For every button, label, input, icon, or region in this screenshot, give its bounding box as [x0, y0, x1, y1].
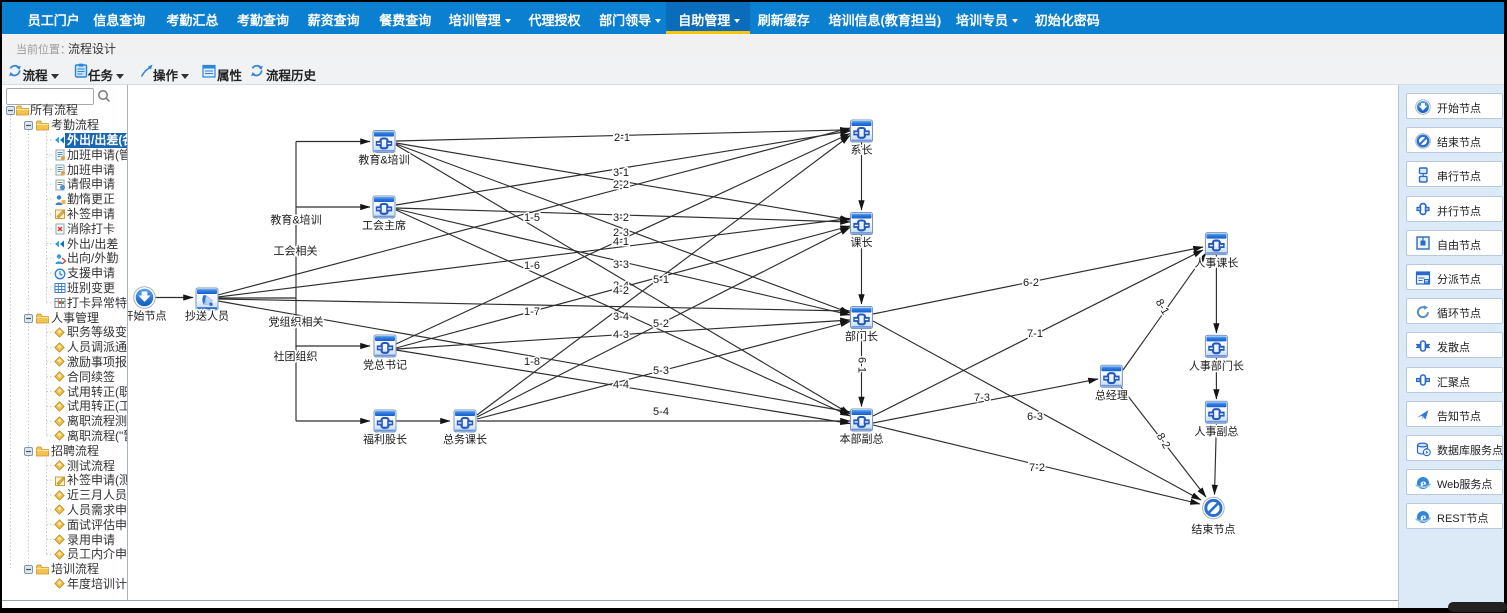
svg-text:开始节点: 开始节点 [128, 309, 167, 323]
svg-text:抄送人员: 抄送人员 [185, 309, 229, 323]
svg-text:6-3: 6-3 [1027, 411, 1043, 423]
svg-text:8-1: 8-1 [1153, 297, 1171, 317]
svg-text:e: e [1420, 510, 1426, 525]
svg-text:7-3: 7-3 [974, 392, 990, 404]
svg-text:课长: 课长 [851, 236, 873, 249]
svg-text:4-2: 4-2 [613, 285, 629, 297]
svg-text:社团组织: 社团组织 [274, 349, 318, 363]
svg-text:2-2: 2-2 [613, 179, 629, 191]
svg-text:福利股长: 福利股长 [363, 432, 407, 446]
svg-text:总经理: 总经理 [1095, 388, 1128, 402]
svg-text:结束节点: 结束节点 [1191, 523, 1235, 536]
svg-text:1-7: 1-7 [524, 306, 540, 318]
svg-text:1-8: 1-8 [524, 356, 540, 368]
svg-text:2-1: 2-1 [614, 132, 630, 144]
svg-text:1-6: 1-6 [524, 260, 540, 272]
svg-text:部门长: 部门长 [845, 329, 878, 343]
svg-text:5-1: 5-1 [653, 274, 669, 286]
svg-text:5-4: 5-4 [653, 406, 669, 418]
svg-text:2-4: 2-4 [613, 280, 629, 292]
svg-text:6-2: 6-2 [1023, 277, 1039, 289]
svg-text:党总书记: 党总书记 [363, 358, 407, 372]
svg-text:工会主席: 工会主席 [362, 218, 406, 232]
svg-text:3-1: 3-1 [613, 167, 629, 179]
svg-text:人事副总: 人事副总 [1194, 424, 1238, 438]
svg-text:本部副总: 本部副总 [840, 432, 884, 446]
svg-text:5-2: 5-2 [653, 318, 669, 330]
svg-text:工会相关: 工会相关 [274, 244, 318, 258]
svg-text:3-4: 3-4 [613, 311, 629, 323]
svg-text:4-3: 4-3 [613, 329, 629, 341]
svg-text:3-3: 3-3 [613, 259, 629, 271]
svg-text:3-2: 3-2 [613, 212, 629, 224]
svg-text:4-1: 4-1 [613, 236, 629, 248]
svg-text:2-3: 2-3 [613, 227, 629, 239]
svg-text:总务课长: 总务课长 [443, 432, 487, 446]
svg-text:7-2: 7-2 [1029, 462, 1045, 474]
svg-text:4-4: 4-4 [613, 379, 629, 391]
svg-text:党组织相关: 党组织相关 [269, 315, 324, 329]
svg-text:6-1: 6-1 [856, 357, 868, 373]
svg-text:教育&培训: 教育&培训 [270, 213, 321, 227]
svg-text:人事课长: 人事课长 [1194, 257, 1238, 270]
svg-text:5-3: 5-3 [653, 365, 669, 377]
svg-text:1-5: 1-5 [524, 212, 540, 224]
svg-text:7-1: 7-1 [1027, 328, 1043, 340]
svg-text:e: e [1420, 476, 1426, 491]
svg-text:教育&培训: 教育&培训 [358, 153, 409, 167]
svg-text:人事部门长: 人事部门长 [1189, 359, 1244, 373]
svg-text:8-2: 8-2 [1154, 431, 1172, 451]
svg-text:系长: 系长 [851, 144, 873, 157]
